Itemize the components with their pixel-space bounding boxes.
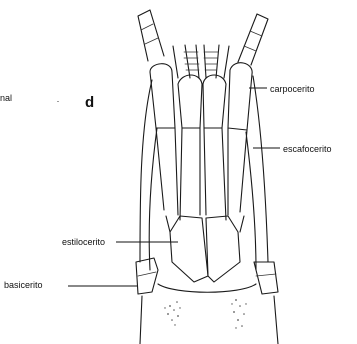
carpocerite-segments [150,63,252,130]
label-estilocerito: estilocerito [62,237,105,247]
basicerite-left [136,258,158,294]
label-escafocerito: escafocerito [283,144,332,154]
carapace-body [140,284,278,344]
basicerite-right [254,262,278,294]
label-carpocerito: carpocerito [270,84,315,94]
panel-letter: d [85,94,94,111]
peduncle-shafts [156,128,247,220]
left-flagellum [138,10,164,61]
stylocerite-plates [166,216,244,282]
partial-label-left: nal [0,93,12,103]
central-flagella [173,45,229,78]
stipple-right [231,299,246,329]
label-basicerito: basicerito [4,280,43,290]
dot-mark: · [57,96,60,106]
stipple-left [164,301,180,325]
right-flagellum [238,14,268,65]
